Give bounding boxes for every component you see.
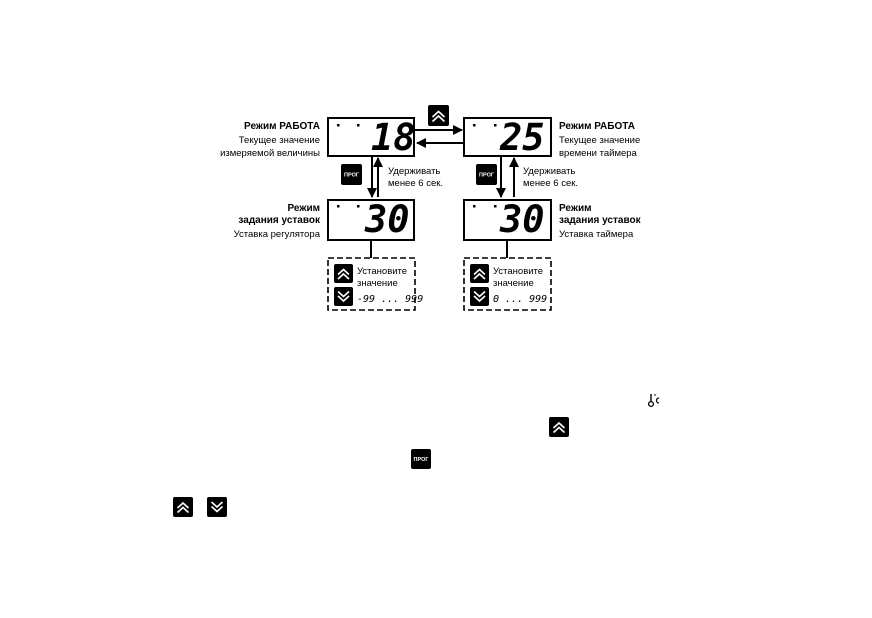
inline-down-button[interactable] [207, 497, 227, 517]
right-work-value: 25 [499, 116, 545, 159]
right-set-desc: Уставка таймера [559, 229, 634, 240]
right-set-title-1: Режим [559, 203, 592, 214]
inline-prog-button[interactable]: ПРОГ [411, 449, 431, 469]
left-prog-button[interactable]: ПРОГ [341, 164, 362, 185]
right-prog-button[interactable]: ПРОГ [476, 164, 497, 185]
inline-up-button-2[interactable] [173, 497, 193, 517]
left-work-title: Режим РАБОТА [244, 121, 320, 132]
double-chevron-down-icon [210, 501, 224, 509]
double-chevron-up-icon [176, 501, 190, 509]
left-setpoint-box [327, 257, 416, 311]
left-box-line-2: значение [357, 278, 398, 289]
left-box-range: -99 ... 999 [357, 294, 423, 305]
double-chevron-up-icon [431, 110, 446, 118]
right-box-line-1: Установите [493, 266, 543, 277]
right-set-display: 30 [463, 198, 552, 241]
left-work-value: 18 [371, 116, 416, 159]
right-work-desc-2: времени таймера [559, 148, 638, 159]
right-work-display: 25 [463, 116, 552, 159]
double-chevron-down-icon [473, 290, 486, 298]
right-setpoint-box [463, 257, 552, 311]
right-box-line-2: значение [493, 278, 534, 289]
double-chevron-up-icon [552, 421, 566, 429]
left-work-desc-2: измеряемой величины [220, 148, 320, 159]
left-set-value: 30 [364, 198, 410, 241]
middle-up-button[interactable] [428, 105, 449, 126]
right-set-title-2: задания уставок [559, 215, 642, 226]
right-work-desc-1: Текущее значение [559, 135, 640, 146]
double-chevron-down-icon [337, 290, 350, 298]
svg-text:ПРОГ: ПРОГ [414, 457, 430, 463]
left-work-display: 18 [327, 116, 416, 159]
right-down-button[interactable] [470, 287, 489, 306]
left-set-desc: Уставка регулятора [234, 229, 321, 240]
right-box-range: 0 ... 999 [493, 294, 547, 305]
left-work-desc-1: Текущее значение [239, 135, 320, 146]
double-chevron-up-icon [473, 268, 486, 276]
left-down-button[interactable] [334, 287, 353, 306]
left-set-title-2: задания уставок [238, 215, 321, 226]
left-box-line-1: Установите [357, 266, 407, 277]
left-hold-1: Удерживать [388, 166, 440, 177]
svg-text:ПРОГ: ПРОГ [479, 173, 495, 179]
right-set-value: 30 [499, 198, 545, 241]
left-set-display: 30 [327, 198, 415, 241]
right-up-button[interactable] [470, 264, 489, 283]
svg-text:ПРОГ: ПРОГ [344, 173, 360, 179]
left-hold-2: менее 6 сек. [388, 178, 443, 189]
thermometer-celsius-icon [647, 394, 660, 408]
double-chevron-up-icon [337, 268, 350, 276]
right-hold-2: менее 6 сек. [523, 178, 578, 189]
inline-up-button[interactable] [549, 417, 569, 437]
right-hold-1: Удерживать [523, 166, 575, 177]
left-up-button[interactable] [334, 264, 353, 283]
left-set-title-1: Режим [288, 203, 321, 214]
right-work-title: Режим РАБОТА [559, 121, 635, 132]
